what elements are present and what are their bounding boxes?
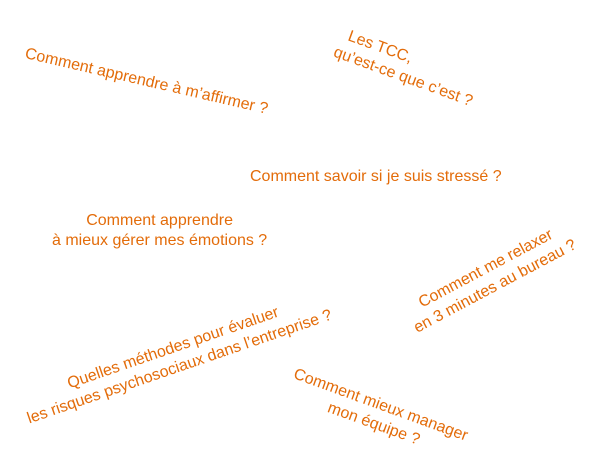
question-psychosocial-risks-line-2: les risques psychosociaux dans l’entrepr…: [25, 306, 335, 428]
question-stress-line-1: Comment savoir si je suis stressé ?: [250, 168, 502, 185]
question-emotions-line-2: à mieux gérer mes émotions ?: [52, 232, 268, 249]
question-emotions: Comment apprendre à mieux gérer mes émot…: [52, 211, 267, 251]
question-relaxation: Comment me relaxer en 3 minutes au burea…: [401, 218, 580, 339]
question-affirmation: Comment apprendre à m’affirmer ?: [23, 44, 270, 119]
question-stress: Comment savoir si je suis stressé ?: [250, 167, 502, 187]
question-affirmation-line-1: Comment apprendre à m’affirmer ?: [23, 45, 270, 118]
question-management: Comment mieux manager mon équipe ?: [284, 365, 471, 466]
question-emotions-line-1: Comment apprendre: [86, 212, 233, 229]
question-psychosocial-risks-line-1: Quelles méthodes pour évaluer: [65, 303, 281, 393]
question-psychosocial-risks: Quelles méthodes pour évaluer les risque…: [18, 287, 335, 429]
question-tcc: Les TCC, qu’est-ce que c’est ?: [331, 24, 483, 112]
